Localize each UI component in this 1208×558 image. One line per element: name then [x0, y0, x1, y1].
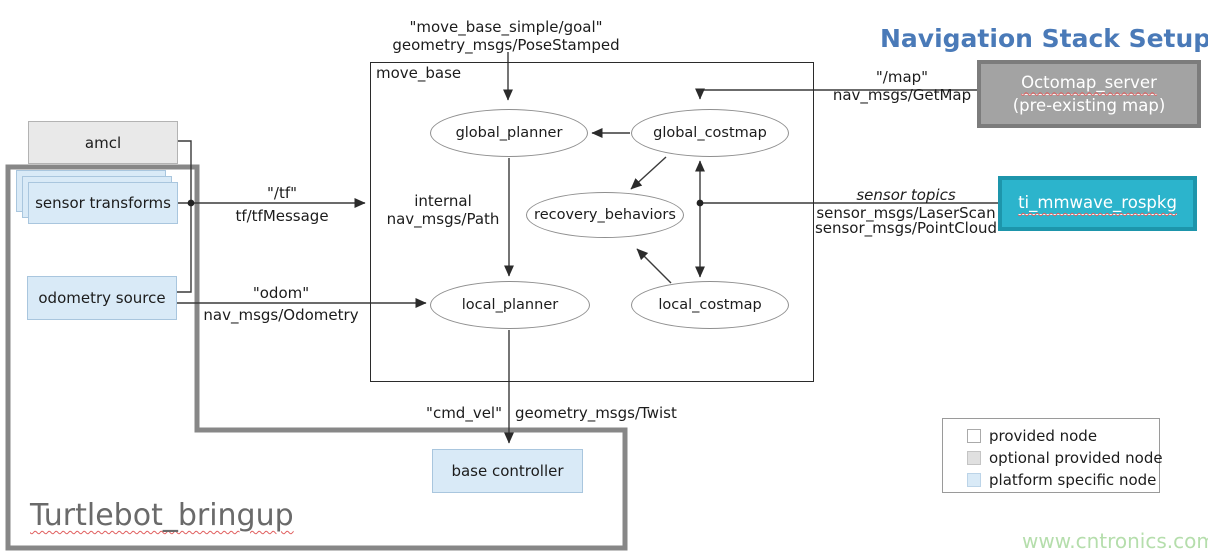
map-topic: "/map"	[875, 68, 929, 86]
arrow-map-to-global-costmap	[694, 88, 977, 100]
sensor-type1-label: sensor_msgs/LaserScan	[816, 204, 996, 222]
node-amcl: amcl	[28, 121, 178, 164]
node-odometry-source: odometry source	[27, 276, 177, 320]
internal-edge-label: internal nav_msgs/Path	[373, 192, 513, 228]
legend-label-platform: platform specific node	[989, 471, 1157, 489]
goal-edge-label: "move_base_simple/goal" geometry_msgs/Po…	[375, 18, 637, 54]
watermark-link: www.cntronics.com	[1022, 529, 1208, 553]
move-base-box	[370, 62, 814, 382]
legend-label-optional: optional provided node	[989, 449, 1163, 467]
node-local-planner-label: local_planner	[461, 297, 559, 313]
octomap-server-subtitle: (pre-existing map)	[1012, 95, 1166, 115]
legend-row-provided: provided node	[967, 427, 1149, 445]
map-type: nav_msgs/GetMap	[832, 86, 972, 104]
node-local-costmap: local_costmap	[631, 281, 789, 329]
goal-topic: "move_base_simple/goal"	[409, 18, 603, 36]
tf-topic-label: "/tf"	[266, 184, 297, 202]
node-global-planner-label: global_planner	[455, 125, 563, 141]
legend-row-platform: platform specific node	[967, 471, 1156, 489]
page-title: Navigation Stack Setup	[880, 24, 1208, 53]
legend-swatch-platform	[967, 473, 981, 487]
odom-topic-label: "odom"	[252, 284, 310, 302]
legend-row-optional: optional provided node	[967, 449, 1163, 467]
node-octomap-server: Octomap_server (pre-existing map)	[977, 60, 1201, 128]
node-base-controller-label: base controller	[451, 462, 564, 480]
sensor-type2-label: sensor_msgs/PointCloud	[814, 219, 998, 237]
node-local-planner: local_planner	[430, 281, 590, 329]
ti-mmwave-rospkg-link[interactable]: ti_mmwave_rospkg	[1018, 192, 1177, 215]
junction-dot-sensor	[696, 199, 704, 207]
turtlebot-bringup-container-outline	[5, 164, 628, 551]
move-base-label: move_base	[376, 64, 462, 82]
arrow-local-costmap-to-recovery	[636, 248, 672, 284]
node-global-planner: global_planner	[430, 109, 588, 157]
node-sensor-transforms-label: sensor transforms	[35, 194, 171, 212]
internal-line1: internal	[414, 192, 472, 210]
cmd-vel-topic-label: "cmd_vel"	[426, 404, 502, 422]
odom-type-label: nav_msgs/Odometry	[203, 306, 359, 324]
legend-box: provided node optional provided node pla…	[942, 418, 1163, 493]
node-recovery-behaviors: recovery_behaviors	[526, 192, 684, 238]
node-local-costmap-label: local_costmap	[658, 297, 762, 313]
node-ti-mmwave-rospkg: ti_mmwave_rospkg	[998, 176, 1197, 231]
line-amcl-elbow	[177, 140, 192, 293]
sensor-topics-label: sensor topics	[856, 186, 956, 204]
legend-label-provided: provided node	[989, 427, 1098, 445]
cmd-vel-type-label: geometry_msgs/Twist	[515, 404, 677, 422]
turtlebot-bringup-label: Turtlebot_bringup	[30, 498, 294, 533]
node-global-costmap: global_costmap	[631, 109, 789, 157]
map-edge-label: "/map" nav_msgs/GetMap	[830, 68, 974, 104]
node-amcl-label: amcl	[84, 133, 122, 152]
node-sensor-transforms: sensor transforms	[28, 182, 178, 224]
legend-swatch-provided	[967, 429, 981, 443]
tf-type-label: tf/tfMessage	[235, 207, 329, 225]
junction-dot-tf	[187, 199, 195, 207]
node-odometry-source-label: odometry source	[38, 289, 166, 307]
legend-swatch-optional	[967, 451, 981, 465]
octomap-server-link[interactable]: Octomap_server	[1021, 72, 1157, 95]
node-recovery-behaviors-label: recovery_behaviors	[534, 207, 676, 223]
node-base-controller: base controller	[432, 449, 583, 493]
arrow-global-costmap-to-recovery	[630, 156, 667, 190]
goal-type: geometry_msgs/PoseStamped	[392, 36, 620, 54]
node-global-costmap-label: global_costmap	[653, 125, 767, 141]
internal-line2: nav_msgs/Path	[386, 210, 500, 228]
